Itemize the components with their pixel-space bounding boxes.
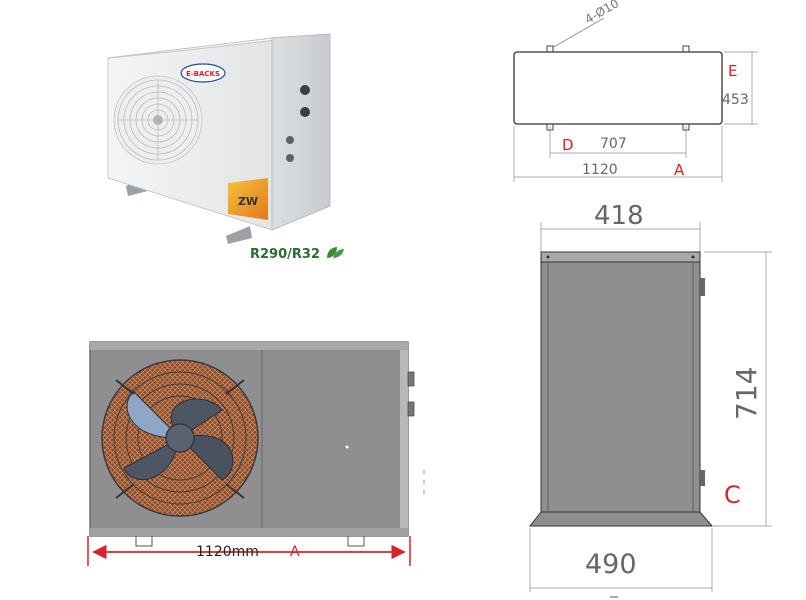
foot-span-letter: D — [562, 136, 574, 154]
product-photo: E-BACKS ZW — [107, 33, 331, 244]
water-port-2 — [300, 107, 310, 117]
leaf-icon — [326, 247, 344, 258]
refrigerant-label: R290/R32 — [250, 247, 320, 262]
top-tab-2 — [682, 45, 690, 53]
unit-foot-right — [226, 226, 252, 244]
side-base-width-value: 490 — [585, 549, 637, 580]
hole-note: 4-Ø10 — [583, 0, 622, 27]
energy-badge-text: ZW — [238, 195, 258, 208]
hole-leader-line — [551, 17, 605, 49]
unit-side-face — [271, 33, 331, 231]
top-width-letter: A — [674, 161, 685, 179]
side-base — [528, 511, 714, 527]
side-view: 418 714 C 490 — [528, 201, 772, 598]
top-view: 4-Ø10 E 453 D 707 1120 A — [513, 0, 758, 182]
foot-span-value: 707 — [600, 136, 627, 152]
top-view-body — [513, 51, 723, 125]
brand-logo: E-BACKS — [186, 70, 220, 78]
depth-value: 453 — [722, 92, 749, 108]
front-fan-hub — [165, 423, 195, 453]
energy-badge — [228, 178, 268, 220]
front-width-label: 1120mm — [196, 544, 259, 560]
water-port-1 — [300, 85, 310, 95]
side-height-letter: C — [724, 481, 741, 509]
top-width-value: 1120 — [582, 162, 618, 178]
side-view-body — [540, 261, 701, 513]
side-top-width-value: 418 — [594, 201, 644, 231]
front-view: 1120mm A — [87, 341, 425, 566]
brand-logo-oval — [180, 63, 226, 83]
photo-fan-hub — [153, 115, 163, 125]
side-height-value: 714 — [730, 367, 763, 420]
depth-letter: E — [728, 62, 737, 80]
refrigerant-label-row: R290/R32 — [250, 246, 345, 262]
front-width-letter: A — [290, 544, 300, 560]
top-tab-1 — [546, 45, 554, 53]
cable-port-2 — [286, 154, 294, 162]
cable-port-1 — [286, 136, 294, 144]
